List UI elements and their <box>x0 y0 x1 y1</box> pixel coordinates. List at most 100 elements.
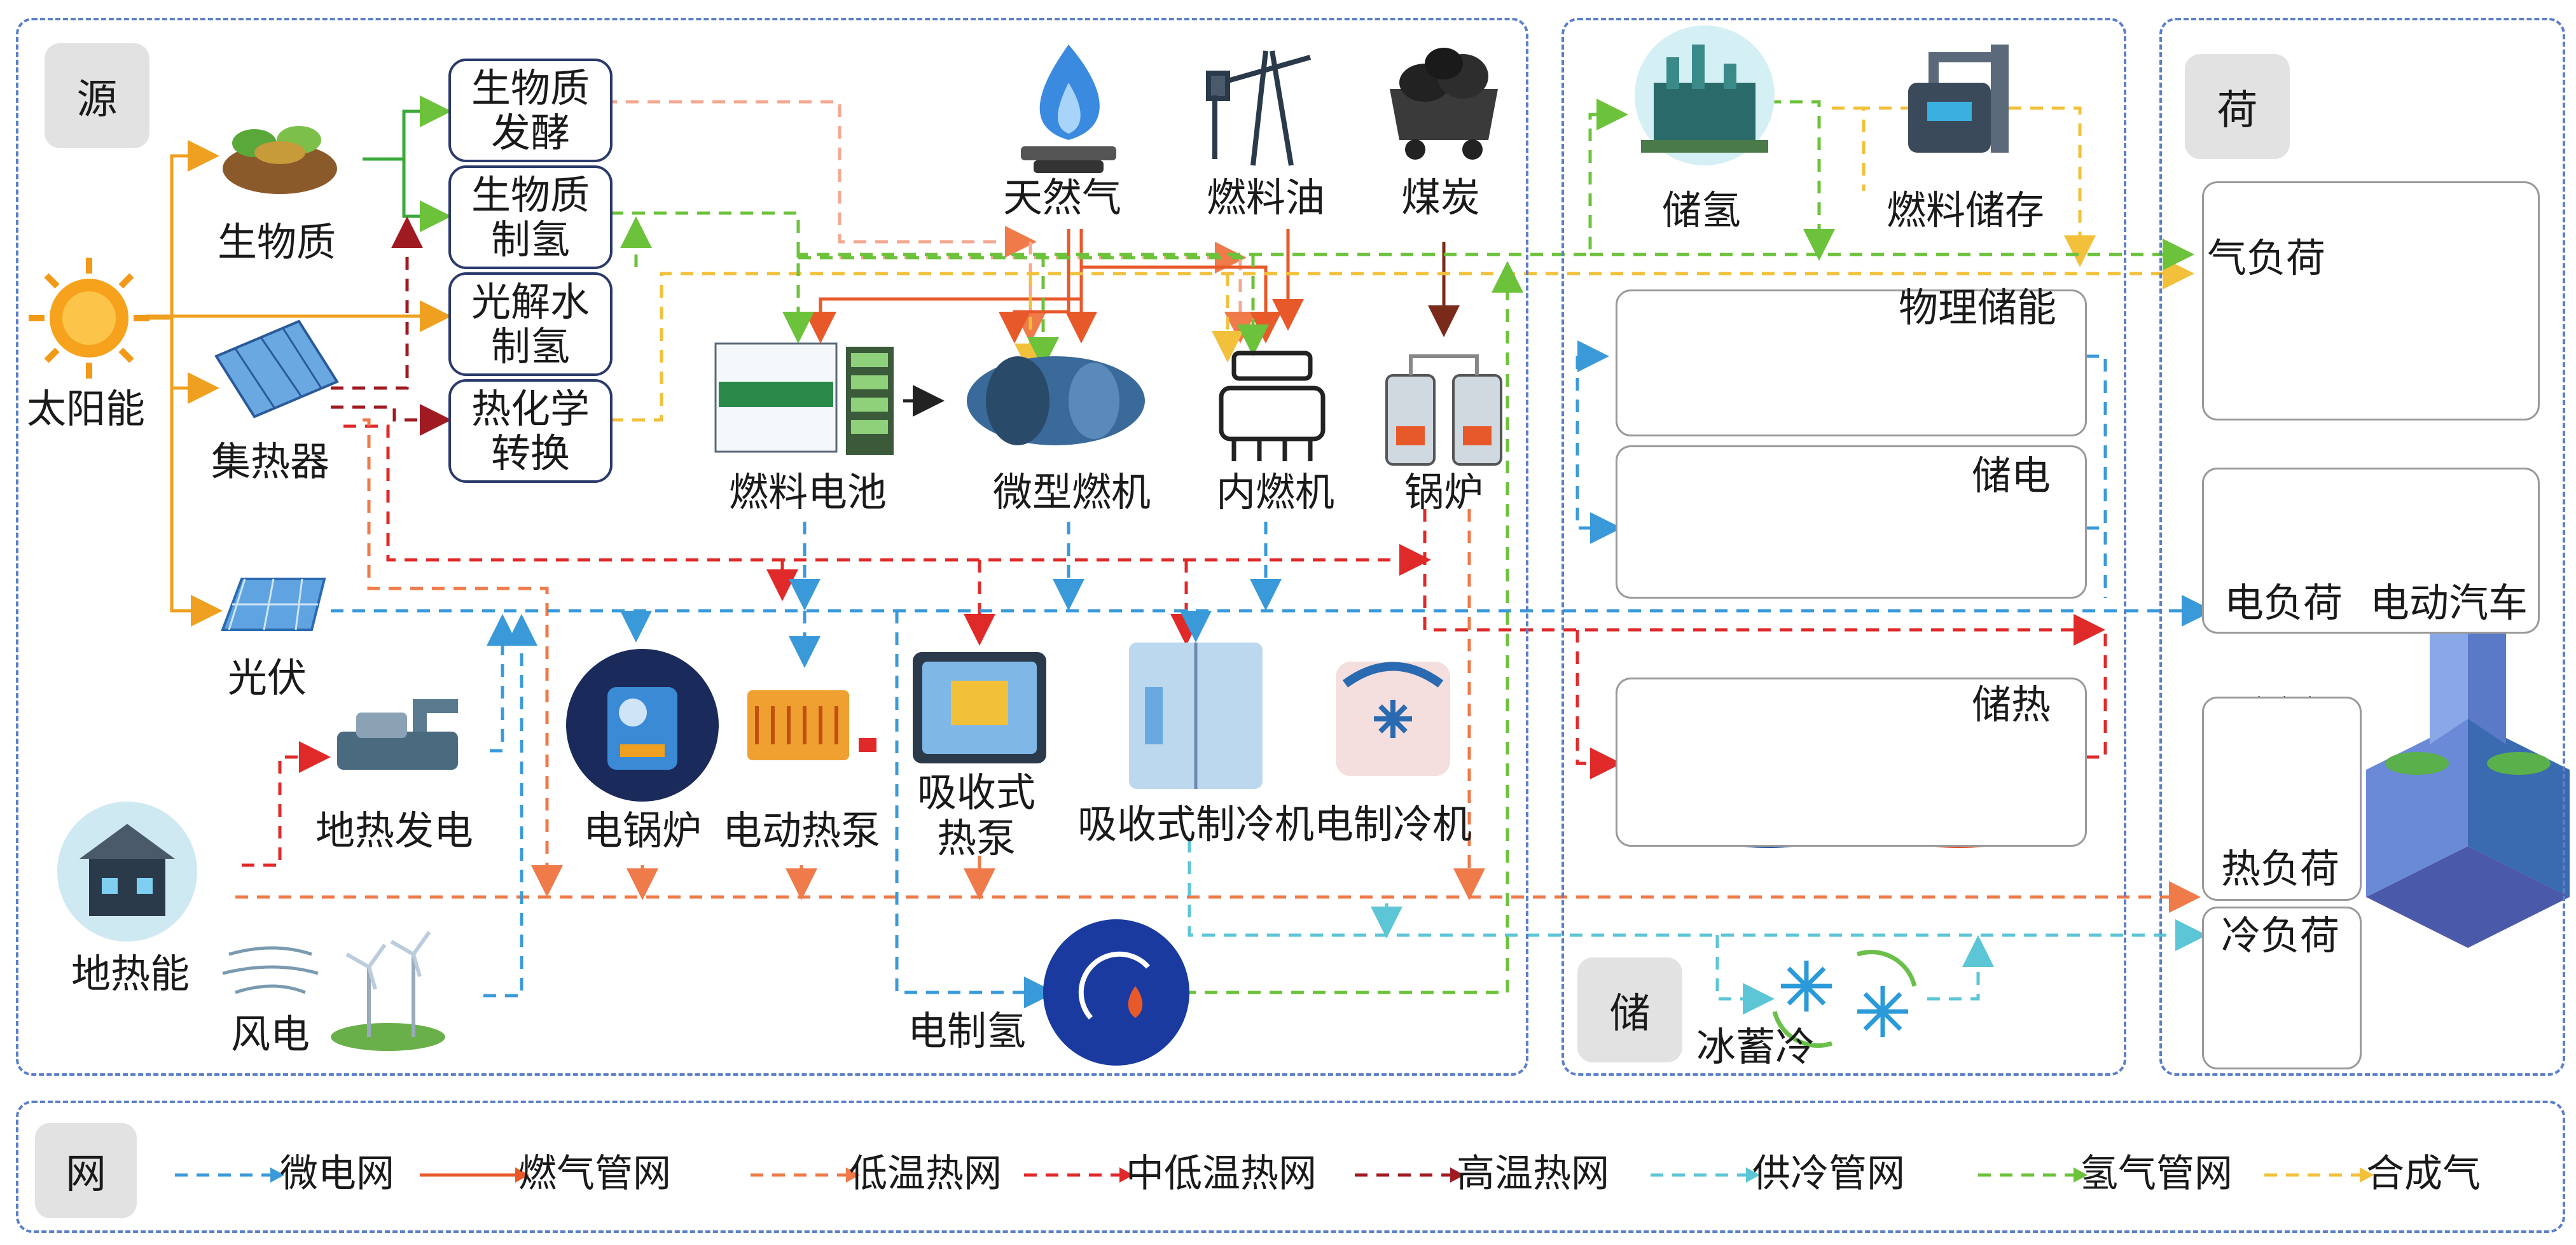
bio-hydrogen-box: 生物质 制氢 <box>448 165 613 269</box>
micro-turbine-label: 微型燃机 <box>992 469 1151 515</box>
ice-label: 内燃机 <box>1215 469 1335 515</box>
thermochem-box: 热化学 转换 <box>448 379 613 483</box>
heat-pump-icon <box>747 690 876 760</box>
sun-icon <box>29 258 149 379</box>
solar-feed-lines <box>140 140 452 627</box>
geothermal-energy-icon <box>57 802 197 942</box>
absorption-chiller-label: 吸收式制冷机 <box>1077 801 1315 847</box>
fuel-oil-label: 燃料油 <box>1206 174 1326 221</box>
electric-boiler-icon <box>566 649 719 802</box>
bio-hydrogen-label: 生物质 制氢 <box>471 171 590 263</box>
legend-arrow-6 <box>2074 1167 2088 1183</box>
legend-arrow-3 <box>1119 1167 1133 1183</box>
legend-item-lowheat: 低温热网 <box>849 1151 1002 1196</box>
electrolysis-label: 电制氢 <box>907 1008 1027 1054</box>
electric-storage-label: 储电 <box>1972 452 2051 499</box>
legend-item-h2: 氢气管网 <box>2080 1151 2233 1196</box>
physical-storage-label: 物理储能 <box>1899 284 2057 331</box>
electric-boiler-label: 电锅炉 <box>583 807 702 854</box>
geothermal-energy-label: 地热能 <box>71 950 190 997</box>
ev-label: 电动汽车 <box>2369 580 2528 626</box>
thermal-storage-label: 储热 <box>1972 681 2051 728</box>
heat-pump-label: 电动热泵 <box>722 807 881 854</box>
legend-item-syngas: 合成气 <box>2366 1151 2481 1196</box>
biomass-icon <box>223 126 337 194</box>
pv-panel-icon <box>221 578 326 631</box>
ice-storage-label: 冰蓄冷 <box>1696 1024 1815 1070</box>
fuel-storage-icon <box>1908 45 2009 153</box>
biomass-label: 生物质 <box>217 219 336 265</box>
bio-ferment-label: 生物质 发酵 <box>471 64 590 156</box>
legend-lines <box>175 1167 2374 1183</box>
electric-load-label: 电负荷 <box>2224 580 2343 626</box>
oil-pump-icon <box>1206 50 1312 166</box>
solar-label: 太阳能 <box>26 386 146 432</box>
hydrogen-storage-icon <box>1635 25 1775 165</box>
mid-heat-lines <box>242 424 2107 867</box>
gas-load-label: 气负荷 <box>2207 235 2326 281</box>
fuel-storage-label: 燃料储存 <box>1886 187 2045 233</box>
hydrogen-storage-label: 储氢 <box>1661 187 1742 233</box>
ice-storage-icon <box>1772 949 1917 1048</box>
legend-item-gas: 燃气管网 <box>518 1151 671 1196</box>
load-tag: 荷 <box>2185 54 2290 159</box>
high-heat-lines <box>331 216 1460 436</box>
coal-label: 煤炭 <box>1401 174 1481 221</box>
wind-gust-icon <box>222 946 319 994</box>
electrolysis-icon <box>1043 919 1189 1066</box>
absorption-heat-pump-icon <box>913 652 1046 763</box>
physical-storage-box <box>1616 289 2087 436</box>
coal-cart-icon <box>1390 48 1498 160</box>
storage-tag: 储 <box>1577 957 1682 1062</box>
boiler-label: 锅炉 <box>1404 469 1484 515</box>
absorption-chiller-icon <box>1129 643 1263 789</box>
electric-chiller-label: 电制冷机 <box>1313 801 1472 847</box>
legend-item-highheat: 高温热网 <box>1457 1151 1609 1196</box>
thermochem-label: 热化学 转换 <box>471 385 590 476</box>
absorption-hp-label: 吸收式 热泵 <box>917 769 1036 861</box>
fuel-cell-icon <box>714 342 894 455</box>
legend-arrow-7 <box>2360 1167 2374 1183</box>
electric-load-box <box>2202 468 2540 634</box>
grid-tag: 网 <box>35 1123 137 1218</box>
natural-gas-label: 天然气 <box>1002 174 1122 221</box>
geothermal-power-icon <box>337 699 458 770</box>
wind-turbine-icon <box>331 931 445 1051</box>
gas-lines <box>805 229 1304 344</box>
cold-lines <box>1188 840 2207 1015</box>
gas-load-box <box>2202 181 2540 421</box>
engine-icon <box>1219 351 1326 461</box>
photolysis-box: 光解水 制氢 <box>448 272 613 376</box>
legend-arrow-0 <box>270 1167 284 1183</box>
heat-load-label: 热负荷 <box>2220 845 2340 892</box>
geothermal-power-label: 地热发电 <box>315 807 474 854</box>
syngas-lines <box>611 106 2194 422</box>
storage-section <box>1562 18 2126 1076</box>
solar-collector-icon <box>214 319 339 419</box>
thermal-storage-box <box>1616 678 2087 847</box>
legend-arrow-4 <box>1450 1167 1464 1183</box>
legend-item-cold: 供冷管网 <box>1752 1151 1905 1196</box>
electric-chiller-icon <box>1336 662 1450 776</box>
fuel-cell-label: 燃料电池 <box>728 469 887 515</box>
cold-load-box <box>2202 907 2362 1069</box>
legend-item-midheat: 中低温热网 <box>1126 1151 1317 1196</box>
electric-storage-box <box>1616 445 2087 599</box>
heat-load-box <box>2202 697 2362 901</box>
cold-load-label: 冷负荷 <box>2220 912 2340 959</box>
collector-label: 集热器 <box>211 438 330 485</box>
micro-turbine-icon <box>967 356 1145 445</box>
photolysis-label: 光解水 制氢 <box>471 278 590 370</box>
bio-ferment-box: 生物质 发酵 <box>448 59 613 162</box>
legend-arrow-5 <box>1746 1167 1760 1183</box>
electric-lines <box>331 340 2213 1008</box>
legend-arrow-1 <box>515 1167 529 1183</box>
source-section <box>16 18 1528 1076</box>
wind-label: 风电 <box>230 1011 310 1057</box>
boiler-icon <box>1385 354 1502 466</box>
hydrogen-lines <box>611 99 2194 994</box>
legend-arrow-2 <box>846 1167 860 1183</box>
source-tag: 源 <box>45 43 149 148</box>
grid-legend-section <box>16 1101 2565 1233</box>
